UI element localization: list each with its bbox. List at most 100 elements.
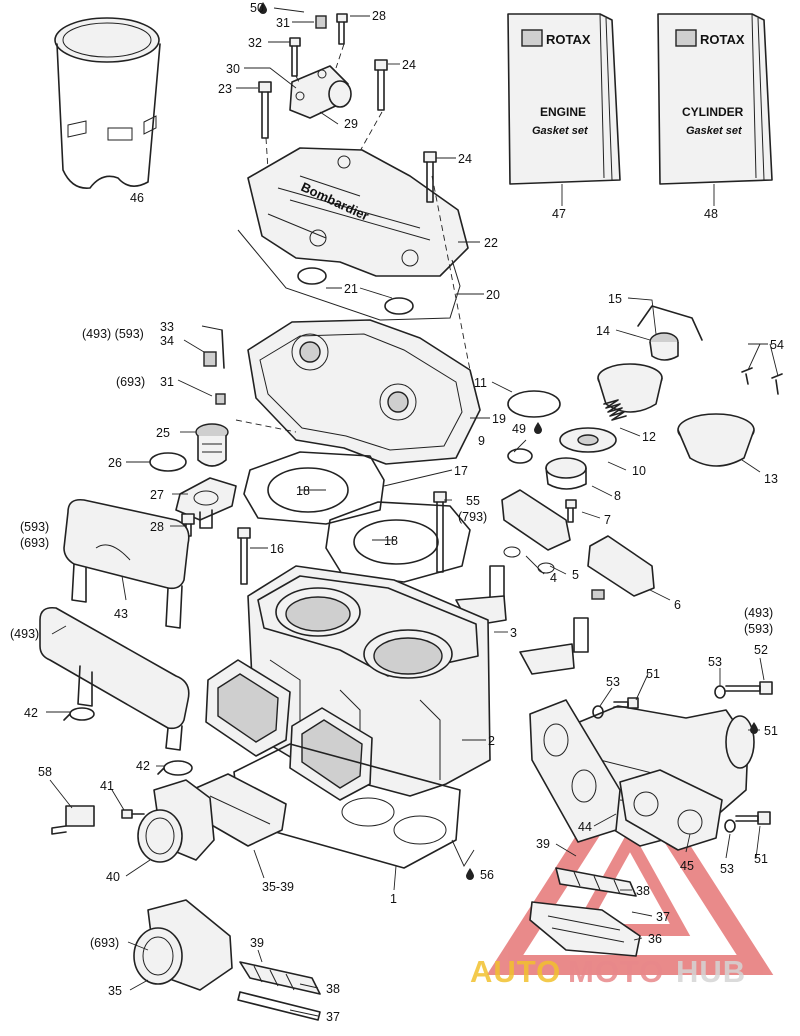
callout: 38 bbox=[326, 982, 340, 996]
gasket-9 bbox=[507, 448, 533, 464]
thermostat-seal bbox=[149, 452, 187, 472]
callout: 53 bbox=[720, 862, 734, 876]
bolt-28-top bbox=[336, 13, 348, 45]
callout: 40 bbox=[106, 870, 120, 884]
callout: 37 bbox=[656, 910, 670, 924]
watermark-part-1: AUTO bbox=[470, 954, 561, 989]
head-seal-ring bbox=[237, 229, 461, 321]
booklet-subtitle-1: Gasket set bbox=[532, 125, 589, 137]
diaphragm-ring-11 bbox=[507, 390, 561, 418]
callout: (493) bbox=[10, 627, 39, 641]
callout: 56 bbox=[480, 868, 494, 882]
callout: 14 bbox=[596, 324, 610, 338]
intake-flange-left bbox=[205, 659, 291, 757]
plug-31-top bbox=[315, 15, 327, 29]
spring-clip bbox=[637, 305, 703, 341]
callout: 52 bbox=[754, 643, 768, 657]
callout: 55 bbox=[466, 494, 480, 508]
head-gasket-left bbox=[243, 451, 385, 525]
callout: 21 bbox=[344, 282, 358, 296]
callout: (693) bbox=[20, 536, 49, 550]
callout: 33 bbox=[160, 320, 174, 334]
watermark-text: AUTO MOTO HUB bbox=[470, 954, 746, 989]
valve-housing-right bbox=[587, 535, 655, 597]
bracket-58 bbox=[51, 805, 95, 835]
callout: 5 bbox=[572, 568, 579, 582]
valve-spring bbox=[603, 399, 627, 421]
callout: 53 bbox=[708, 655, 722, 669]
o-ring-21-right bbox=[384, 297, 414, 315]
callout: 35-39 bbox=[262, 880, 294, 894]
booklet-title-2: CYLINDER bbox=[682, 105, 744, 119]
rave-valve-right bbox=[519, 617, 589, 675]
o-ring-21-left bbox=[297, 267, 327, 285]
callout: 3 bbox=[510, 626, 517, 640]
washer-53-right bbox=[714, 685, 726, 699]
callout: 28 bbox=[372, 9, 386, 23]
callout: 54 bbox=[770, 338, 784, 352]
callout: 35 bbox=[108, 984, 122, 998]
cylinder-liner bbox=[54, 17, 161, 189]
callout: 2 bbox=[488, 734, 495, 748]
callout: 27 bbox=[150, 488, 164, 502]
callout: 23 bbox=[218, 82, 232, 96]
flange-gasket-44 bbox=[529, 699, 621, 843]
screw-7 bbox=[565, 499, 577, 523]
callout: 31 bbox=[276, 16, 290, 30]
valve-cover-13 bbox=[677, 413, 755, 467]
callout: (793) bbox=[458, 510, 487, 524]
callout: 41 bbox=[100, 779, 114, 793]
bolts-54 bbox=[741, 367, 783, 395]
booklet-subtitle-2: Gasket set bbox=[686, 125, 743, 137]
callout: 58 bbox=[38, 765, 52, 779]
callout: 13 bbox=[764, 472, 778, 486]
flange-gasket-45 bbox=[619, 769, 723, 851]
valve-cover bbox=[597, 363, 663, 413]
callout: 36 bbox=[648, 932, 662, 946]
intake-flange-right bbox=[289, 707, 373, 801]
callout: 48 bbox=[704, 207, 718, 221]
callout: 39 bbox=[536, 837, 550, 851]
callout: 43 bbox=[114, 607, 128, 621]
valve-housing-left bbox=[501, 489, 571, 551]
callout: 1 bbox=[390, 892, 397, 906]
gasket-4 bbox=[503, 546, 521, 558]
callout: 51 bbox=[646, 667, 660, 681]
booklet-title-1: ENGINE bbox=[540, 105, 586, 119]
callout: 4 bbox=[550, 571, 557, 585]
diaphragm-10 bbox=[559, 427, 617, 453]
bolt-16 bbox=[237, 527, 251, 585]
engine-gasket-booklet: ROTAX ENGINE Gasket set bbox=[507, 13, 621, 185]
washer-53-bottom bbox=[724, 819, 736, 833]
callout: 9 bbox=[478, 434, 485, 448]
callout: 38 bbox=[636, 884, 650, 898]
callout: 44 bbox=[578, 820, 592, 834]
callout: 10 bbox=[632, 464, 646, 478]
cylinder-head-cover: Bombardier bbox=[247, 147, 469, 277]
callout: 18 bbox=[384, 534, 398, 548]
leader-lines bbox=[46, 7, 779, 1017]
callout: 6 bbox=[674, 598, 681, 612]
callout: 39 bbox=[250, 936, 264, 950]
callout: 47 bbox=[552, 207, 566, 221]
watermark-part-3: HUB bbox=[676, 954, 746, 989]
thermostat-housing bbox=[175, 477, 237, 529]
coolant-outlet-fitting bbox=[289, 65, 352, 119]
callout: 7 bbox=[604, 513, 611, 527]
bolt-24-mid bbox=[423, 151, 437, 203]
booklet-brand-1: ROTAX bbox=[546, 32, 591, 47]
carb-adapter-35 bbox=[133, 899, 233, 991]
piston-8 bbox=[545, 457, 587, 490]
callout: (593) bbox=[744, 622, 773, 636]
callout: 50 bbox=[250, 1, 264, 15]
callout: 20 bbox=[486, 288, 500, 302]
callout: 42 bbox=[24, 706, 38, 720]
reed-petal-top bbox=[555, 867, 637, 897]
callout: 51 bbox=[754, 852, 768, 866]
clamp-42-left bbox=[63, 707, 95, 721]
bolt-51-bottom bbox=[735, 811, 771, 825]
callout: 51 bbox=[764, 724, 778, 738]
callout: 45 bbox=[680, 859, 694, 873]
head-gasket-right bbox=[325, 501, 471, 583]
